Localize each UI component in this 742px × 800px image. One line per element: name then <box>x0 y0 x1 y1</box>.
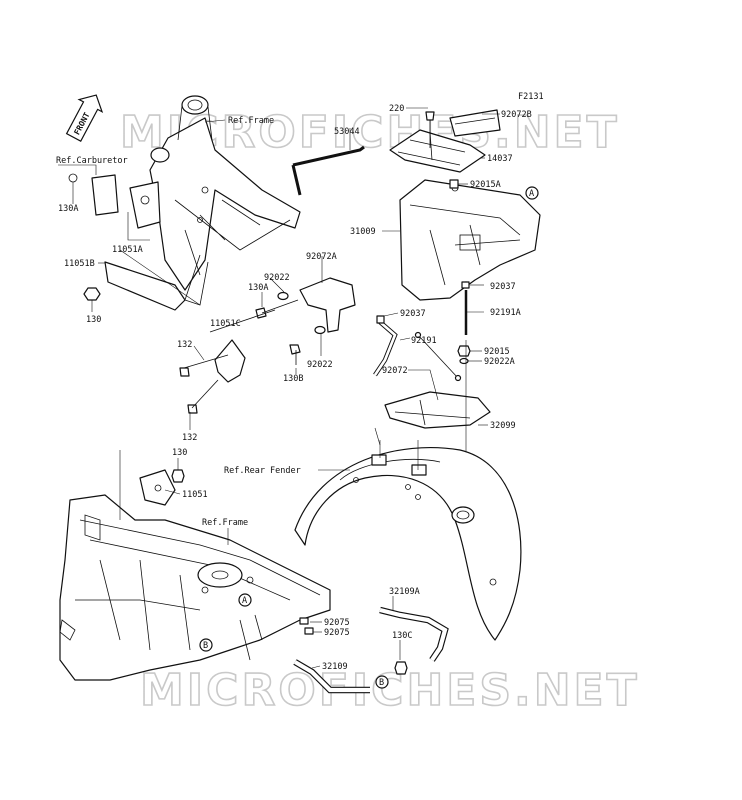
label-ref-carburetor: Ref.Carburetor <box>56 156 128 166</box>
label-11051b: 11051B <box>64 259 95 269</box>
washer-92022a <box>459 357 469 365</box>
label-130c: 130C <box>392 631 412 641</box>
label-92072b: 92072B <box>501 110 532 120</box>
bracket-11051b <box>104 261 186 311</box>
figure-code: F2131 <box>518 92 544 102</box>
washer-92022-top <box>277 291 289 301</box>
label-92072a: 92072A <box>306 252 337 262</box>
bolt-130-left <box>83 287 101 301</box>
label-32109a: 32109A <box>389 587 420 597</box>
bracket-92072a <box>299 277 356 333</box>
label-11051a: 11051A <box>112 245 143 255</box>
label-31009: 31009 <box>350 227 376 237</box>
cable-92072 <box>414 331 462 382</box>
label-ref-frame-top: Ref.Frame <box>228 116 274 126</box>
bracket-11051a <box>68 173 161 229</box>
label-92075-top: 92075 <box>324 618 350 628</box>
battery-holder-14037 <box>389 129 486 173</box>
svg-text:B: B <box>379 678 384 688</box>
bolt-220 <box>425 111 435 148</box>
svg-text:B: B <box>203 641 208 651</box>
label-132-top: 132 <box>177 340 192 350</box>
bolt-132-top <box>179 354 229 377</box>
marker-a-bottom: A <box>238 593 252 607</box>
rear-fender <box>294 447 522 641</box>
label-92191: 92191 <box>411 336 437 346</box>
label-11051: 11051 <box>182 490 208 500</box>
label-130a-left: 130A <box>58 204 78 214</box>
bolt-130-mid <box>171 469 185 483</box>
label-11051c: 11051C <box>210 319 241 329</box>
bolt-132-bottom <box>187 379 219 414</box>
label-14037: 14037 <box>487 154 513 164</box>
label-92015: 92015 <box>484 347 510 357</box>
rod-53044 <box>291 145 365 196</box>
label-92015a: 92015A <box>470 180 501 190</box>
front-arrow-icon: FRONT <box>65 94 104 142</box>
nut-92015 <box>457 345 471 357</box>
label-32109: 32109 <box>322 662 348 672</box>
clamp-92075-bottom <box>304 627 314 635</box>
grommet-92037-mid <box>376 315 385 324</box>
washer-92022-mid <box>314 325 326 335</box>
watermark-bottom: MICROFICHES.NET <box>140 665 640 716</box>
svg-text:A: A <box>529 189 534 199</box>
marker-b-bottom: B <box>375 675 389 689</box>
label-220: 220 <box>389 104 404 114</box>
label-130-left: 130 <box>86 315 101 325</box>
label-132-bottom: 132 <box>182 433 197 443</box>
bracket-11051c <box>209 309 276 383</box>
label-ref-frame-bottom: Ref.Frame <box>202 518 248 528</box>
label-ref-rear-fender: Ref.Rear Fender <box>224 466 301 476</box>
label-92072: 92072 <box>382 366 408 376</box>
label-130b: 130B <box>283 374 303 384</box>
label-92022-top: 92022 <box>264 273 290 283</box>
clamp-92075-top <box>299 617 309 625</box>
marker-b-left: B <box>199 638 213 652</box>
grommet-92015a <box>449 179 459 189</box>
label-32099: 32099 <box>490 421 516 431</box>
label-92022a: 92022A <box>484 357 515 367</box>
label-92037-right: 92037 <box>490 282 516 292</box>
label-53044: 53044 <box>334 127 360 137</box>
label-92037-mid: 92037 <box>400 309 426 319</box>
tray-32099 <box>384 391 491 429</box>
battery-case-31009 <box>399 179 541 301</box>
label-130-mid: 130 <box>172 448 187 458</box>
bolt-130b <box>289 344 301 365</box>
label-92022-mid: 92022 <box>307 360 333 370</box>
battery-strap-92072b <box>449 109 501 137</box>
bracket-11051 <box>139 469 176 506</box>
label-92075-bottom: 92075 <box>324 628 350 638</box>
bolt-130c <box>394 661 408 675</box>
frame-main-section <box>59 494 331 681</box>
label-92191a: 92191A <box>490 308 521 318</box>
svg-text:A: A <box>242 596 247 606</box>
grommet-92037-right <box>461 281 470 289</box>
frame-neck-section <box>149 95 301 306</box>
label-130a-mid: 130A <box>248 283 268 293</box>
marker-a-top: A <box>525 186 539 200</box>
